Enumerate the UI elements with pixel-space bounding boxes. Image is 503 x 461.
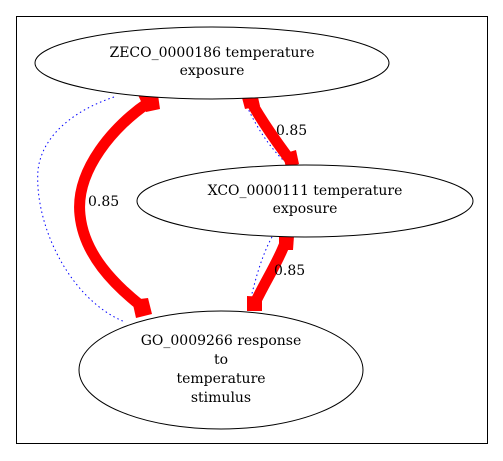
edge-label-xco-go: 0.85 bbox=[274, 263, 305, 279]
node-label-line: to bbox=[214, 352, 228, 368]
node-label-line: exposure bbox=[180, 63, 245, 79]
edge-arrowhead-start bbox=[279, 236, 294, 250]
node-go: GO_0009266 response to temperature stimu… bbox=[78, 310, 364, 430]
edge-arrowhead-end bbox=[132, 298, 152, 318]
node-zeco: ZECO_0000186 temperature exposure bbox=[34, 26, 390, 100]
edge-line bbox=[74, 97, 154, 311]
edge-arrowhead-start bbox=[138, 95, 160, 112]
edge-label-zeco-xco: 0.85 bbox=[276, 123, 307, 139]
node-label-line: stimulus bbox=[191, 390, 251, 406]
edge-xco-go bbox=[247, 236, 294, 311]
dotted-edge-zeco-xco bbox=[244, 101, 284, 161]
node-ellipse bbox=[136, 164, 474, 238]
node-label-line: ZECO_0000186 temperature bbox=[109, 45, 314, 61]
edge-arrowhead-end bbox=[283, 150, 299, 168]
node-label-line: XCO_0000111 temperature bbox=[208, 183, 403, 199]
dotted-edge-zeco-go bbox=[37, 96, 126, 323]
edge-label-zeco-go: 0.85 bbox=[88, 194, 119, 210]
node-label-line: temperature bbox=[176, 371, 265, 387]
node-label-line: exposure bbox=[273, 201, 338, 217]
node-label-line: GO_0009266 response bbox=[141, 333, 302, 349]
node-xco: XCO_0000111 temperature exposure bbox=[136, 164, 474, 238]
edge-zeco-go bbox=[74, 95, 160, 318]
edge-arrowhead-end bbox=[247, 296, 262, 311]
node-ellipse bbox=[78, 310, 364, 430]
node-ellipse bbox=[34, 26, 390, 100]
